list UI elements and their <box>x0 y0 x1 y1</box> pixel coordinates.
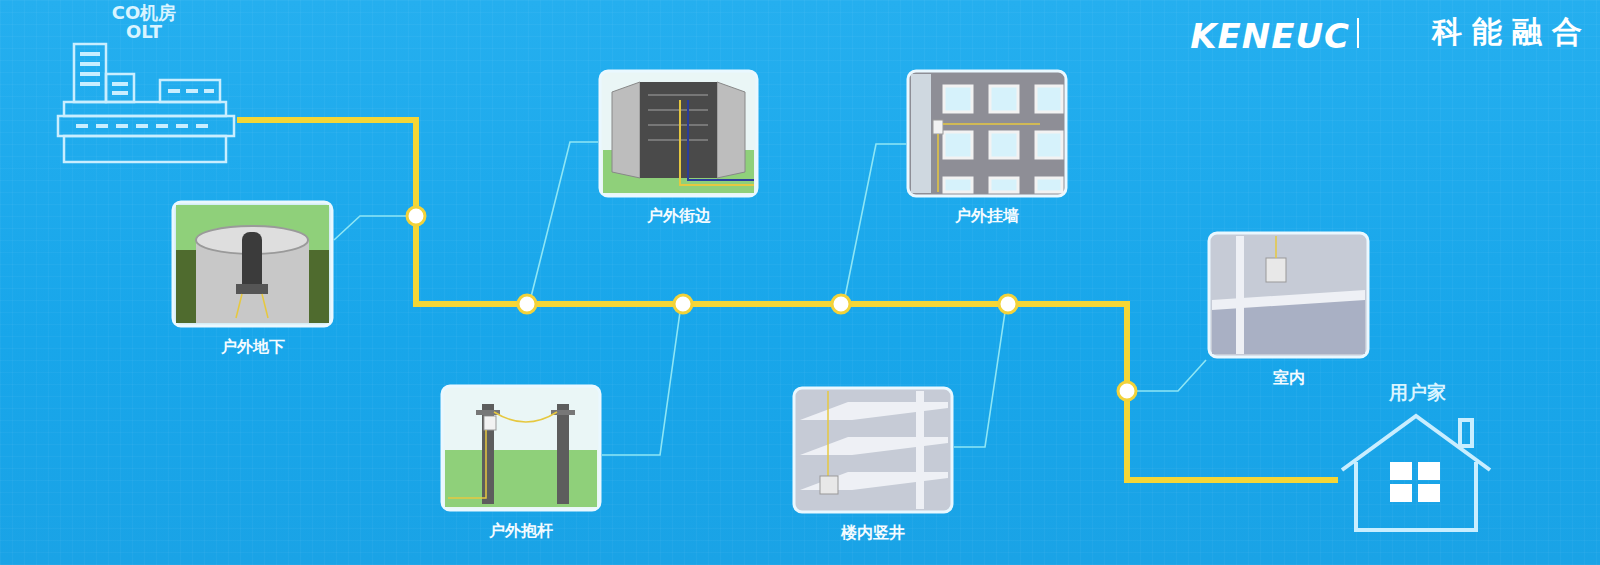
brand-name: 科能融合 <box>1432 12 1592 53</box>
node-label: 户外街边 <box>647 206 711 225</box>
node-label: CO机房 OLT <box>104 4 184 42</box>
shaft-card <box>794 388 952 512</box>
home-node: 用户家 <box>1338 380 1496 532</box>
underground-card <box>173 202 332 326</box>
building-icon <box>58 44 234 162</box>
house-icon <box>1342 416 1490 530</box>
house-window <box>1390 462 1440 502</box>
node-label: 户外抱杆 <box>489 521 553 540</box>
scene-card: 户外地下 <box>173 202 332 356</box>
node-label: 用户家 <box>1338 380 1496 406</box>
wall-mount-card <box>908 71 1066 196</box>
scene-card: 室内 <box>1209 233 1368 387</box>
junction-dot <box>407 207 1136 400</box>
scene-card: 户外街边 <box>600 71 757 225</box>
node-label: 户外地下 <box>221 337 285 356</box>
fiber-line <box>237 120 1338 480</box>
scene-card: 户外挂墙 <box>908 71 1066 225</box>
node-label: 室内 <box>1273 368 1305 387</box>
office-node: CO机房 OLT <box>52 2 237 164</box>
scene-card: 户外抱杆 <box>442 386 600 540</box>
node-label: 楼内竖井 <box>841 523 905 542</box>
scene-card: 楼内竖井 <box>794 388 952 542</box>
brand-logo: KENEUC <box>1190 16 1350 56</box>
logo-separator <box>1357 18 1359 48</box>
street-cabinet-card <box>600 71 757 196</box>
pole-card <box>442 386 600 510</box>
node-label: 户外挂墙 <box>955 206 1019 225</box>
indoor-card <box>1209 233 1368 357</box>
